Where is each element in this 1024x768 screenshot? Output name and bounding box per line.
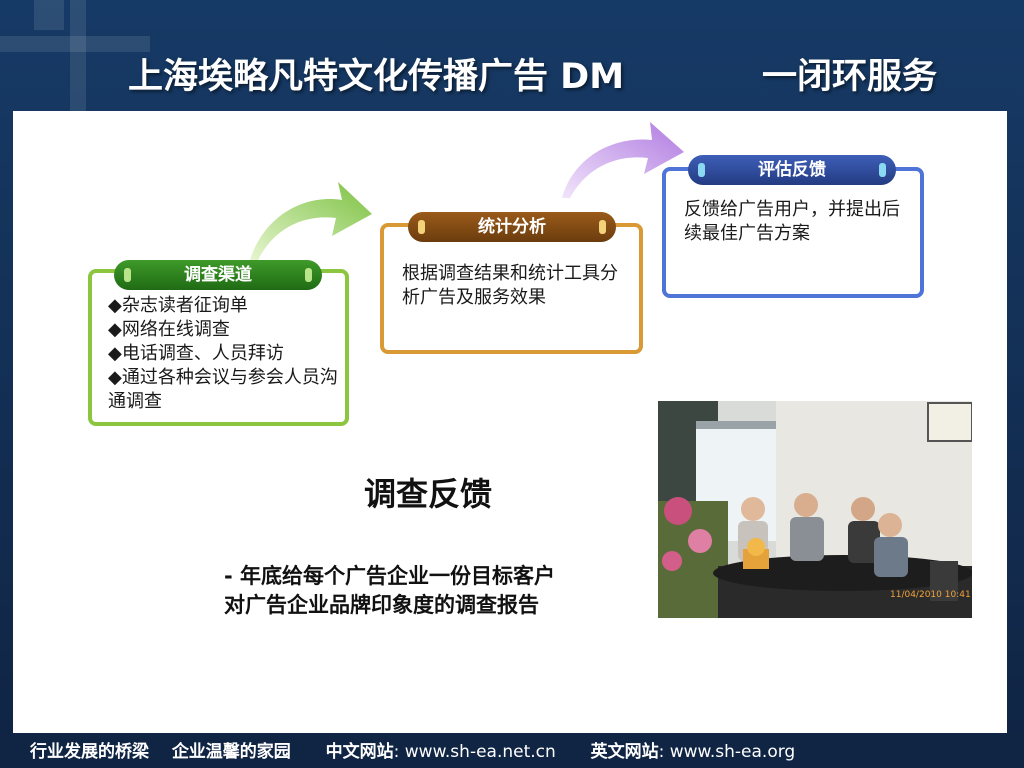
summary-line: - 年底给每个广告企业一份目标客户 [224, 564, 556, 588]
footer-cn-label: 中文网站 [325, 742, 394, 762]
meeting-photo-illustration: 11/04/2010 10:41 [658, 401, 972, 618]
flow-arrow-green-icon [250, 182, 372, 260]
evaluation-feedback-text: 反馈给广告用户，并提出后续最佳广告方案 [684, 199, 900, 244]
decorative-square [34, 0, 64, 30]
footer-cn-url[interactable]: : www.sh-ea.net.cn [393, 742, 556, 762]
decorative-cross-vertical [70, 0, 86, 128]
list-item: ◆网络在线调查 [108, 319, 230, 340]
photo-timestamp: 11/04/2010 10:41 [890, 590, 971, 600]
summary-text: - 年底给每个广告企业一份目标客户 对广告企业品牌印象度的调查报告 [224, 562, 644, 620]
step-card-evaluation-feedback [662, 167, 924, 298]
step-label-evaluation-feedback: 评估反馈 [688, 155, 896, 185]
statistical-analysis-text: 根据调查结果和统计工具分析广告及服务效果 [402, 263, 618, 308]
footer-en-label: 英文网站 [590, 742, 659, 762]
footer-slogan: 行业发展的桥梁 [30, 742, 149, 762]
flow-arrow-purple-icon [562, 122, 684, 198]
footer: 行业发展的桥梁 企业温馨的家园 中文网站: www.sh-ea.net.cn 英… [30, 739, 1010, 765]
slide-title-main: 上海埃略凡特文化传播广告 DM [128, 57, 625, 97]
section-heading: 调查反馈 [364, 475, 493, 513]
step-card-statistical-analysis [380, 223, 643, 354]
slide-title: 上海埃略凡特文化传播广告 DM 一闭环服务 [128, 52, 1008, 102]
survey-channels-list: ◆杂志读者征询单 ◆网络在线调查 ◆电话调查、人员拜访 ◆通过各种会议与参会人员… [108, 294, 343, 414]
footer-en-url[interactable]: : www.sh-ea.org [658, 742, 796, 762]
list-item: ◆通过各种会议与参会人员沟通调查 [108, 367, 338, 412]
step-label-survey-channels: 调查渠道 [114, 260, 322, 290]
list-item: ◆杂志读者征询单 [108, 295, 248, 316]
footer-slogan: 企业温馨的家园 [171, 742, 291, 762]
list-item: ◆电话调查、人员拜访 [108, 343, 284, 364]
meeting-photo: 11/04/2010 10:41 [658, 401, 972, 618]
step-label-statistical-analysis: 统计分析 [408, 212, 616, 242]
decorative-cross-horizontal [0, 36, 150, 52]
step-card-survey-channels [88, 269, 349, 426]
slide-title-suffix: 一闭环服务 [762, 57, 938, 97]
summary-line: 对广告企业品牌印象度的调查报告 [224, 593, 539, 617]
